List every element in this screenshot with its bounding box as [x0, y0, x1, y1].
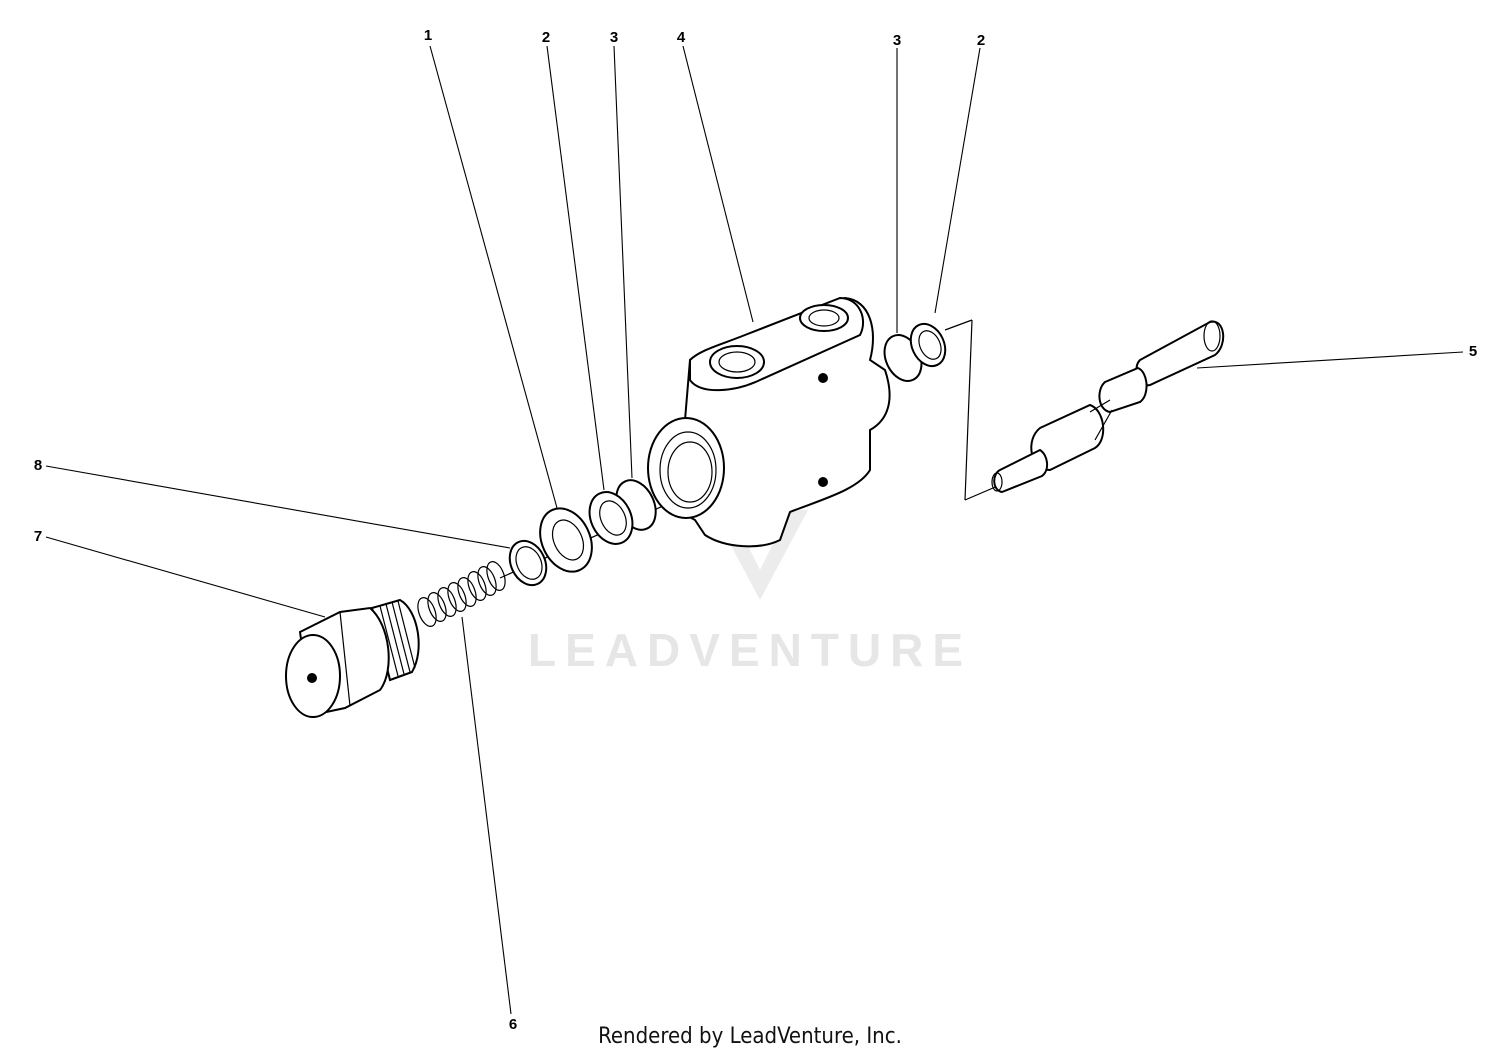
callout-1: 1 — [424, 27, 432, 44]
snap-ring — [508, 539, 548, 587]
callout-3-left: 3 — [610, 29, 618, 46]
callout-2-right: 2 — [977, 32, 985, 49]
callout-5: 5 — [1469, 343, 1477, 360]
washer — [539, 507, 593, 573]
callout-4: 4 — [677, 29, 686, 46]
callout-6: 6 — [509, 1016, 517, 1033]
left-backup-ring — [588, 491, 634, 545]
watermark-text: LEADVENTURE — [528, 624, 972, 676]
callouts: 1 2 3 4 3 2 5 8 7 6 — [34, 27, 1477, 1033]
callout-3-right: 3 — [893, 32, 901, 49]
callout-8: 8 — [34, 457, 42, 474]
cap-plug — [285, 598, 420, 718]
callout-2-left: 2 — [542, 29, 550, 46]
right-backup-ring — [909, 322, 947, 368]
footer-credit: Rendered by LeadVenture, Inc. — [598, 1024, 902, 1049]
leader-lines — [45, 45, 1464, 1015]
spool — [991, 320, 1225, 494]
valve-body — [647, 296, 891, 548]
spring — [417, 561, 506, 627]
callout-7: 7 — [34, 528, 42, 545]
